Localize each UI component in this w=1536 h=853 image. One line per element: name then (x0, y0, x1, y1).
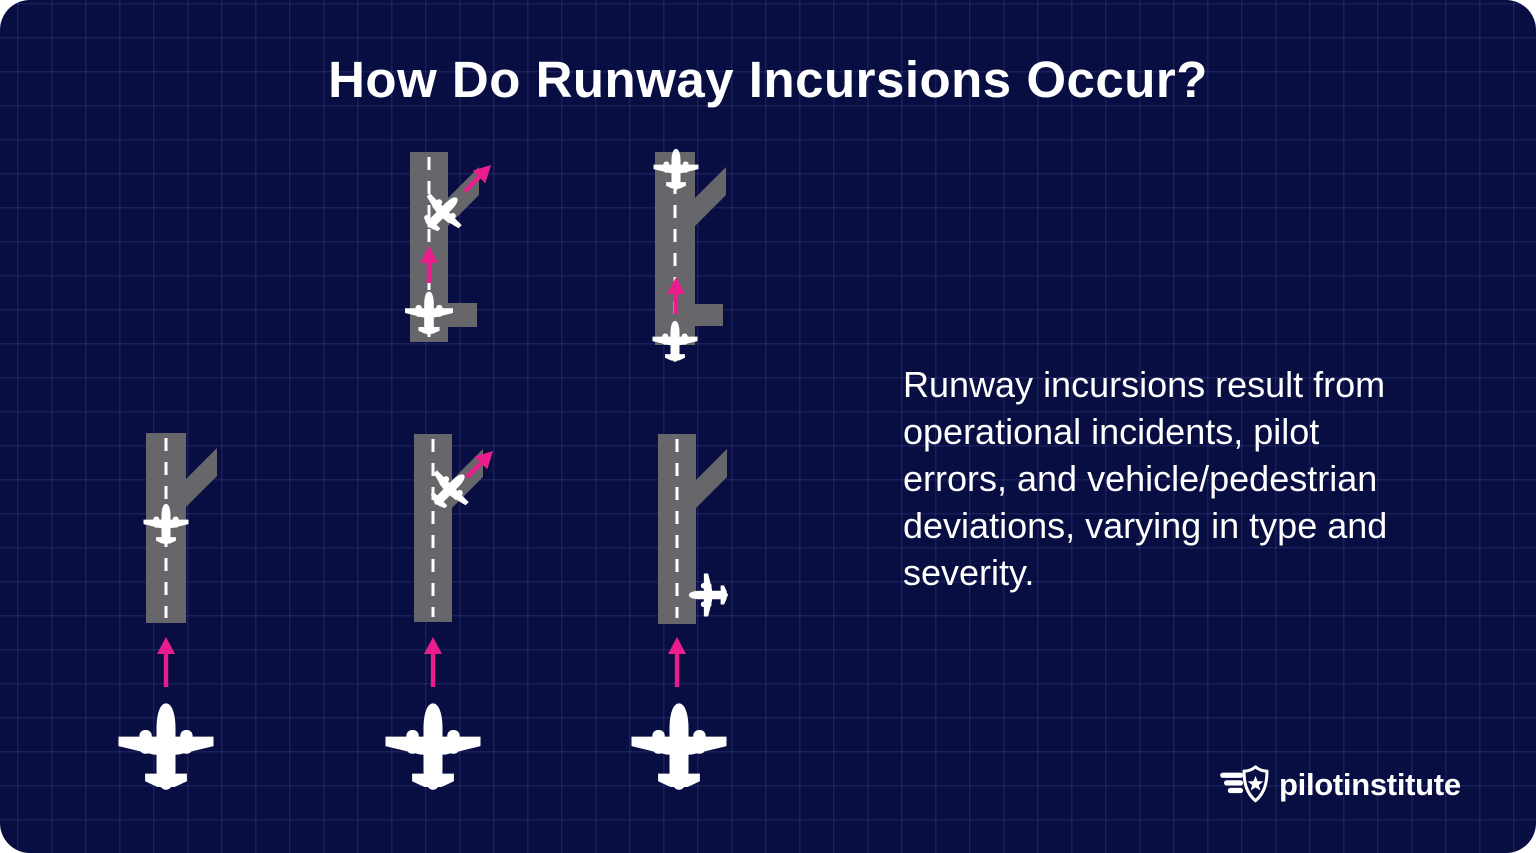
winged-shield-star-icon (1220, 765, 1269, 803)
description-line: severity. (903, 552, 1035, 593)
page-title: How Do Runway Incursions Occur? (328, 51, 1208, 108)
taxiway-stub (695, 304, 723, 326)
diagram-bottom-left (118, 433, 217, 790)
taxiway-stub (448, 303, 477, 327)
diagram-top-right (652, 148, 726, 362)
airplane-icon (385, 703, 481, 790)
diagonal-taxiway (186, 448, 217, 507)
diagram-bottom-right (631, 434, 728, 790)
description-line: operational incidents, pilot (903, 411, 1320, 452)
diagonal-taxiway (695, 167, 726, 226)
diagram-bottom-middle (385, 434, 500, 790)
logo-text: pilotinstitute (1279, 767, 1461, 802)
pink-arrow-up-icon (157, 637, 175, 687)
description-line: Runway incursions result from (903, 364, 1386, 405)
airplane-icon (118, 703, 214, 790)
description-line: deviations, varying in type and (903, 505, 1388, 546)
pink-arrow-up-icon (668, 637, 686, 687)
diagonal-taxiway (696, 449, 727, 508)
pilotinstitute-logo: pilotinstitute (1220, 764, 1461, 806)
pink-arrow-up-icon (424, 637, 442, 687)
description-line: errors, and vehicle/pedestrian (903, 458, 1378, 499)
diagram-top-left (405, 152, 498, 342)
airplane-icon (631, 703, 727, 790)
description-text: Runway incursions result from operationa… (903, 361, 1483, 596)
